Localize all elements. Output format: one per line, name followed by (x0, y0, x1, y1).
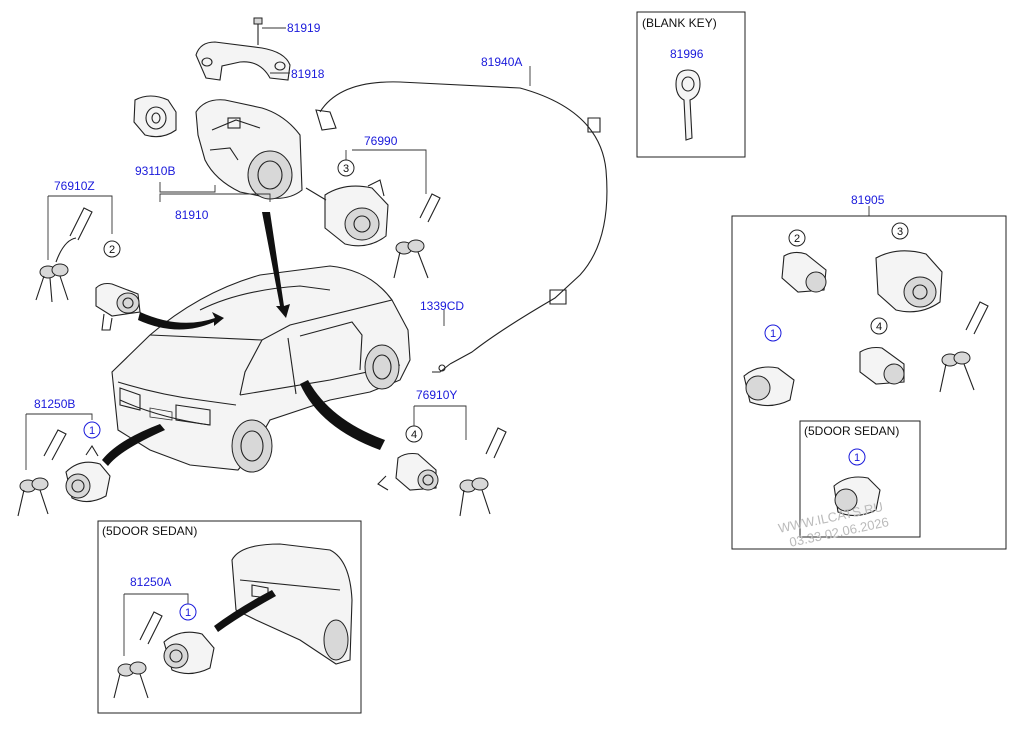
keyset-76910Z (35, 207, 93, 303)
door-cylinder-76910Z (95, 282, 141, 331)
sedan-subbox-title: (5DOOR SEDAN) (804, 424, 899, 438)
five-door-sedan-box: (5DOOR SEDAN) (97, 520, 362, 714)
label-81905: 81905 (851, 193, 885, 207)
callout-76910Z-2: 2 (103, 240, 121, 258)
svg-text:1: 1 (185, 607, 191, 619)
ignition-cylinder-76990 (305, 179, 389, 247)
keyset-81250A (113, 611, 163, 699)
svg-text:3: 3 (343, 163, 349, 175)
keyset-81905-box: (5DOOR SEDAN) (731, 215, 1007, 550)
box-81905-parts (743, 250, 989, 407)
label-76990: 76990 (364, 134, 398, 148)
svg-text:1: 1 (854, 452, 860, 464)
trunk-cylinder-81250A (163, 631, 215, 675)
label-81250B: 81250B (34, 397, 75, 411)
sedan-box-title: (5DOOR SEDAN) (102, 524, 197, 538)
callout-5door-1: 1 (848, 448, 866, 466)
blank-key-drawing (675, 69, 701, 141)
label-81919: 81919 (287, 21, 321, 35)
callout-81250B-1: 1 (83, 421, 101, 439)
svg-text:1: 1 (770, 328, 776, 340)
part-labels: 81919 81918 93110B 81910 76910Z 76990 81… (34, 21, 885, 589)
label-76910Z: 76910Z (54, 179, 95, 193)
blank-key-title: (BLANK KEY) (642, 16, 717, 30)
svg-text:2: 2 (794, 233, 800, 245)
door-cylinder-76910Y (377, 452, 439, 491)
hatchback-rear-drawing (231, 543, 353, 665)
label-81250A: 81250A (130, 575, 171, 589)
callout-81905-4: 4 (870, 317, 888, 335)
svg-text:2: 2 (109, 244, 115, 256)
label-81940A: 81940A (481, 55, 522, 69)
svg-text:4: 4 (876, 321, 882, 333)
keyset-81250B (17, 429, 67, 517)
pointer-arrows (102, 212, 385, 466)
release-cable-drawing (315, 81, 608, 373)
label-93110B: 93110B (135, 164, 175, 178)
keyset-76990 (393, 193, 441, 279)
svg-text:4: 4 (411, 429, 417, 441)
ignition-assembly-drawing (133, 17, 303, 200)
keyset-76910Y (459, 427, 507, 517)
watermark: WWW.ILCATS.RU 03.33 02.06.2026 (777, 499, 890, 550)
svg-text:1: 1 (89, 425, 95, 437)
callouts: 2 3 1 4 1 2 3 1 (83, 159, 909, 621)
svg-text:3: 3 (897, 226, 903, 238)
label-81910: 81910 (175, 208, 209, 222)
callout-81905-1: 1 (764, 324, 782, 342)
callout-81250A-1: 1 (179, 603, 197, 621)
label-1339CD: 1339CD (420, 299, 464, 313)
blank-key-box: (BLANK KEY) (636, 11, 746, 158)
trunk-cylinder-81250B (65, 444, 111, 503)
label-76910Y: 76910Y (416, 388, 457, 402)
car-sedan-drawing (111, 265, 411, 473)
callout-76990-3: 3 (337, 159, 355, 177)
leader-lines (25, 27, 870, 656)
callout-81905-2: 2 (788, 229, 806, 247)
callout-81905-3: 3 (891, 222, 909, 240)
label-81918: 81918 (291, 67, 325, 81)
callout-76910Y-4: 4 (405, 425, 423, 443)
five-door-sedan-subbox: (5DOOR SEDAN) (799, 420, 921, 538)
label-81996: 81996 (670, 47, 704, 61)
